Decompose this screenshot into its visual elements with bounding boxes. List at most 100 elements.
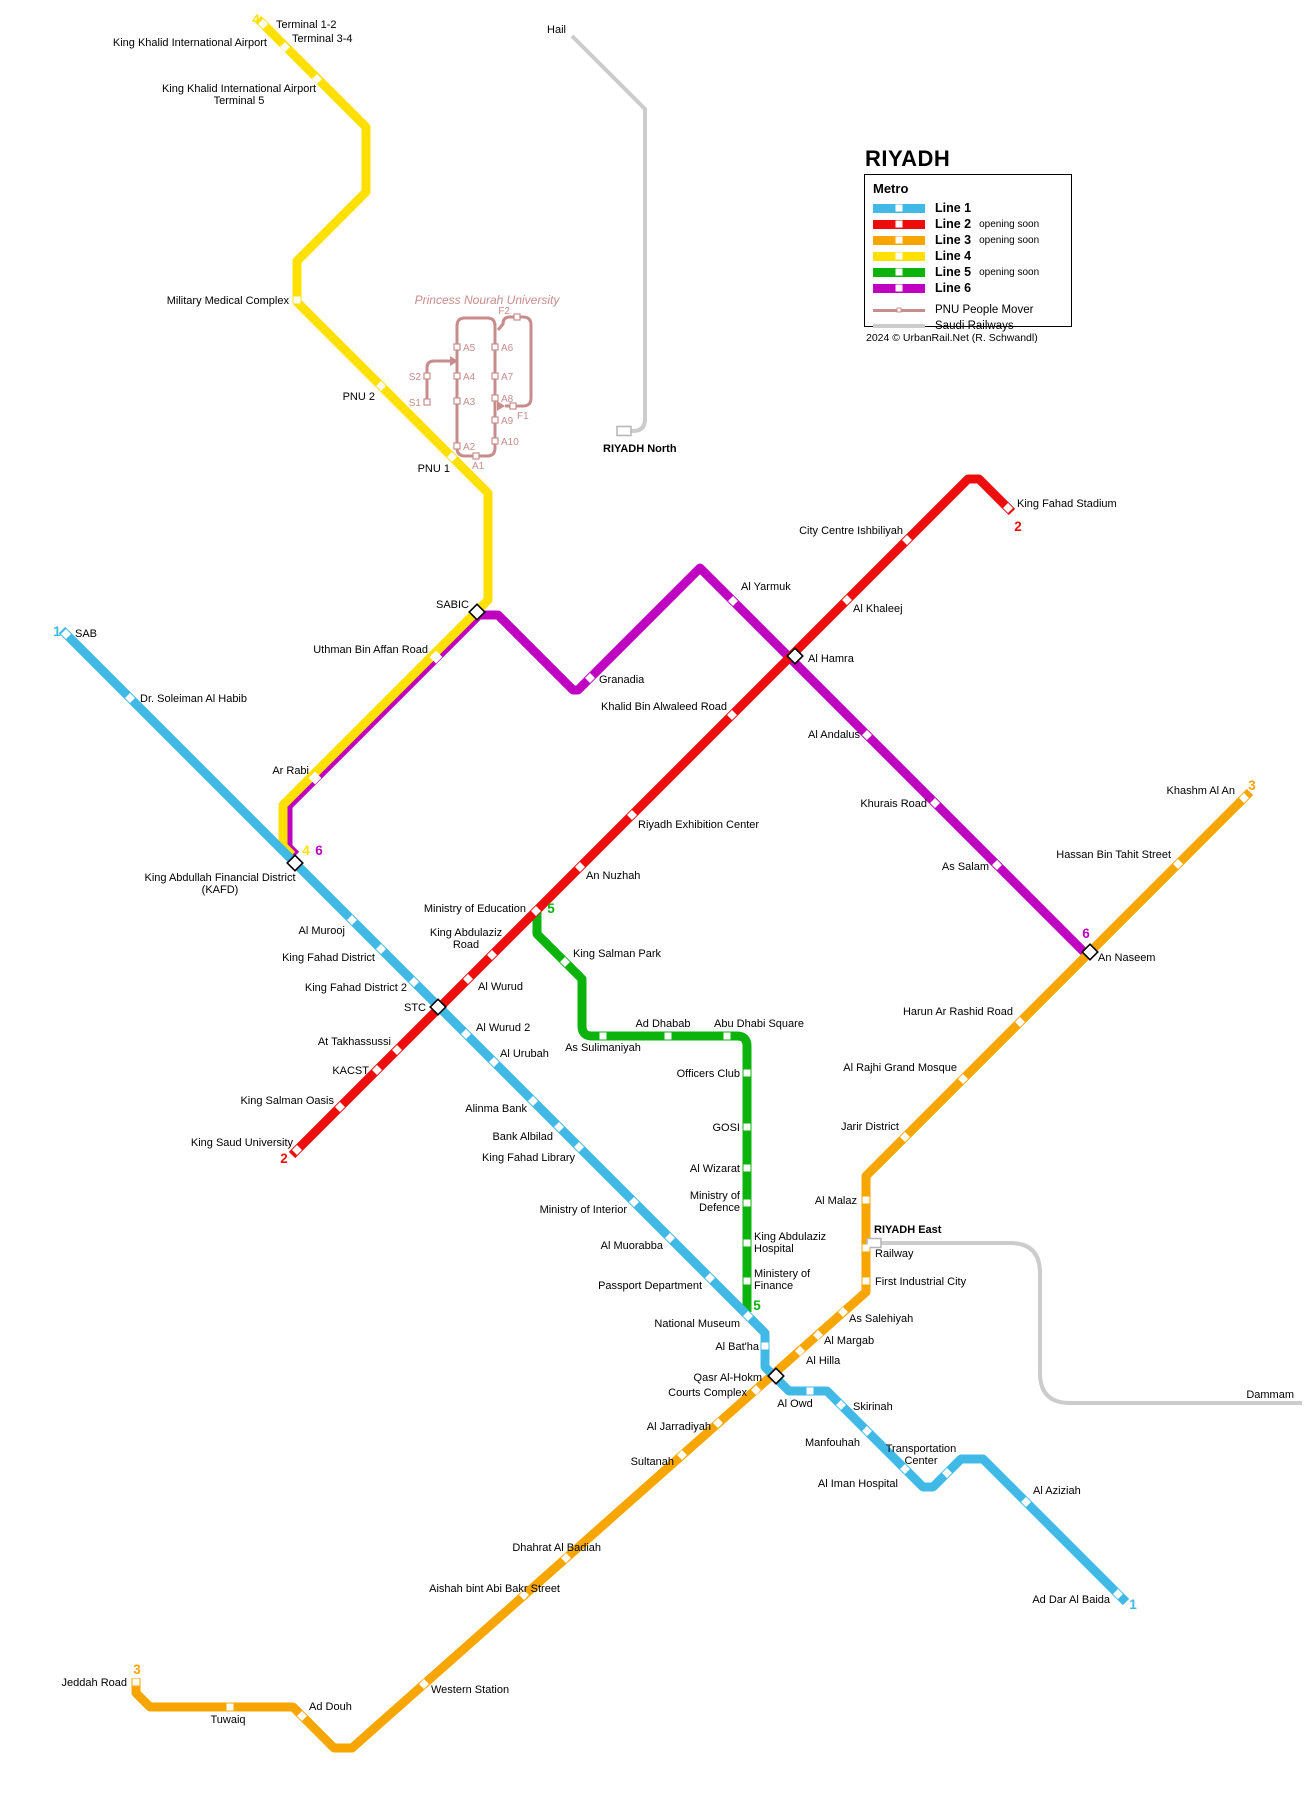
station-al-andalus bbox=[862, 730, 872, 740]
station-label-military-medical-complex: Military Medical Complex bbox=[167, 295, 290, 307]
legend-item-note: opening soon bbox=[979, 266, 1040, 278]
legend-swatch bbox=[873, 251, 925, 261]
station-khurais-road bbox=[930, 798, 940, 808]
station-military-medical-complex bbox=[293, 296, 301, 304]
station-qasr-al-hokm bbox=[767, 1367, 785, 1385]
pnu-station-a3 bbox=[453, 397, 461, 405]
pnu-station-label-a4: A4 bbox=[463, 372, 476, 383]
station-label-manfouhah: Manfouhah bbox=[805, 1437, 860, 1449]
station-al-rajhi-grand-mosque bbox=[958, 1074, 968, 1084]
station-label-officers-club: Officers Club bbox=[677, 1068, 740, 1080]
station-king-salman-park bbox=[560, 957, 570, 967]
station-manfouhah bbox=[862, 1426, 872, 1436]
legend-swatch bbox=[873, 307, 925, 313]
line-number-label: 6 bbox=[1082, 926, 1090, 941]
pnu-station-label-a6: A6 bbox=[501, 343, 514, 354]
station-alinma-bank bbox=[528, 1096, 538, 1106]
station-label-al-hamra: Al Hamra bbox=[808, 653, 855, 665]
station-label-aishah-bint-abi-bakr-street: Aishah bint Abi Bakr Street bbox=[429, 1583, 560, 1595]
station-al-hamra bbox=[786, 647, 804, 665]
station-ad-dhabab bbox=[664, 1032, 672, 1040]
station-king-salman-oasis bbox=[335, 1102, 345, 1112]
legend-swatch bbox=[873, 283, 925, 293]
legend-item-label: Line 6 bbox=[935, 281, 972, 295]
station-label-skirinah: Skirinah bbox=[853, 1401, 893, 1413]
station-label-pnu-1: PNU 1 bbox=[418, 463, 450, 475]
station-label-al-muorabba: Al Muorabba bbox=[601, 1240, 664, 1252]
station-label-ad-dar-al-baida: Ad Dar Al Baida bbox=[1032, 1594, 1111, 1606]
station-al-aziziah bbox=[1021, 1497, 1031, 1507]
metro-line-5 bbox=[532, 911, 752, 1312]
station-label-al-rajhi-grand-mosque: Al Rajhi Grand Mosque bbox=[843, 1062, 957, 1074]
station-western-station bbox=[419, 1679, 429, 1689]
station-label-an-nuzhah: An Nuzhah bbox=[586, 870, 640, 882]
railway-line-saudi-railways-to-hail bbox=[570, 34, 647, 433]
station-label-passport-department: Passport Department bbox=[598, 1280, 702, 1292]
pnu-station-label-a2: A2 bbox=[463, 442, 476, 453]
station-al-murooj bbox=[347, 915, 357, 925]
pnu-station-a6 bbox=[491, 343, 499, 351]
station-label-bank-albilad: Bank Albilad bbox=[492, 1131, 553, 1143]
station-kacst bbox=[372, 1065, 382, 1075]
line-number-label: 5 bbox=[547, 901, 555, 916]
station-label-alinma-bank: Alinma Bank bbox=[465, 1103, 527, 1115]
station-label-king-saud-university: King Saud University bbox=[191, 1137, 294, 1149]
station-label-al-khaleej: Al Khaleej bbox=[853, 603, 903, 615]
station-label-national-museum: National Museum bbox=[654, 1318, 740, 1330]
pnu-station-f2 bbox=[513, 313, 521, 321]
metro-line-2 bbox=[288, 474, 1016, 1159]
station-label-railway: Railway bbox=[875, 1248, 914, 1260]
station-passport-department bbox=[705, 1273, 715, 1283]
legend-swatch bbox=[873, 324, 925, 328]
station-label-at-takhassussi: At Takhassussi bbox=[318, 1036, 391, 1048]
station-officers-club bbox=[743, 1069, 751, 1077]
station-al-wizarat bbox=[743, 1164, 751, 1172]
map-label-riyadh-north: RIYADH North bbox=[603, 443, 677, 455]
station-label-king-fahad-district-2: King Fahad District 2 bbox=[305, 982, 407, 994]
legend-swatch bbox=[873, 203, 925, 213]
map-label-king-khalid-international-airport: King Khalid International Airport bbox=[113, 37, 267, 49]
line-number-label: 1 bbox=[1129, 1597, 1137, 1612]
station-label-ar-rabi: Ar Rabi bbox=[272, 765, 309, 777]
station-al-muorabba bbox=[665, 1233, 675, 1243]
pnu-station-a9 bbox=[491, 416, 499, 424]
station-label-hassan-bin-tahit-street: Hassan Bin Tahit Street bbox=[1056, 849, 1171, 861]
station-al-malaz bbox=[862, 1196, 870, 1204]
station-abu-dhabi-square bbox=[723, 1032, 731, 1040]
map-label-riyadh-east: RIYADH East bbox=[874, 1224, 942, 1236]
station-dr-soleiman-al-habib bbox=[125, 693, 135, 703]
station-label-al-andalus: Al Andalus bbox=[808, 729, 860, 741]
station-an-naseem bbox=[1081, 943, 1099, 961]
station-harun-ar-rashid-road bbox=[1015, 1017, 1025, 1027]
station-courts-complex bbox=[751, 1385, 761, 1395]
station-jeddah-road bbox=[132, 1678, 140, 1686]
station-king-abdulaziz-road bbox=[487, 950, 497, 960]
legend-item-pnu-people-mover: PNU People Mover bbox=[873, 302, 1063, 318]
line-number-label: 3 bbox=[133, 1662, 141, 1677]
station-skirinah bbox=[836, 1400, 846, 1410]
station-label-al-wurud: Al Wurud bbox=[478, 981, 523, 993]
station-label-qasr-al-hokm: Qasr Al-Hokm bbox=[694, 1372, 762, 1384]
pnu-station-label-a8: A8 bbox=[501, 394, 514, 405]
station-stc bbox=[429, 998, 447, 1016]
station-label-as-salehiyah: As Salehiyah bbox=[849, 1313, 913, 1325]
line-number-label: 4 bbox=[302, 843, 310, 858]
station-label-king-fahad-library: King Fahad Library bbox=[482, 1152, 575, 1164]
pnu-station-label-a10: A10 bbox=[501, 437, 519, 448]
station-al-iman-hospital bbox=[900, 1464, 910, 1474]
station-label-ad-dhabab: Ad Dhabab bbox=[635, 1018, 690, 1030]
station-at-takhassussi bbox=[392, 1045, 402, 1055]
map-label-hail: Hail bbox=[547, 24, 566, 36]
pnu-station-a8 bbox=[491, 394, 499, 402]
station-label-an-naseem: An Naseem bbox=[1098, 952, 1155, 964]
station-label-pnu-2: PNU 2 bbox=[343, 391, 375, 403]
station-al-hilla bbox=[795, 1346, 805, 1356]
railway-line-saudi-railways-to-dammam bbox=[870, 1241, 1302, 1405]
metro-line-1 bbox=[58, 626, 1130, 1606]
